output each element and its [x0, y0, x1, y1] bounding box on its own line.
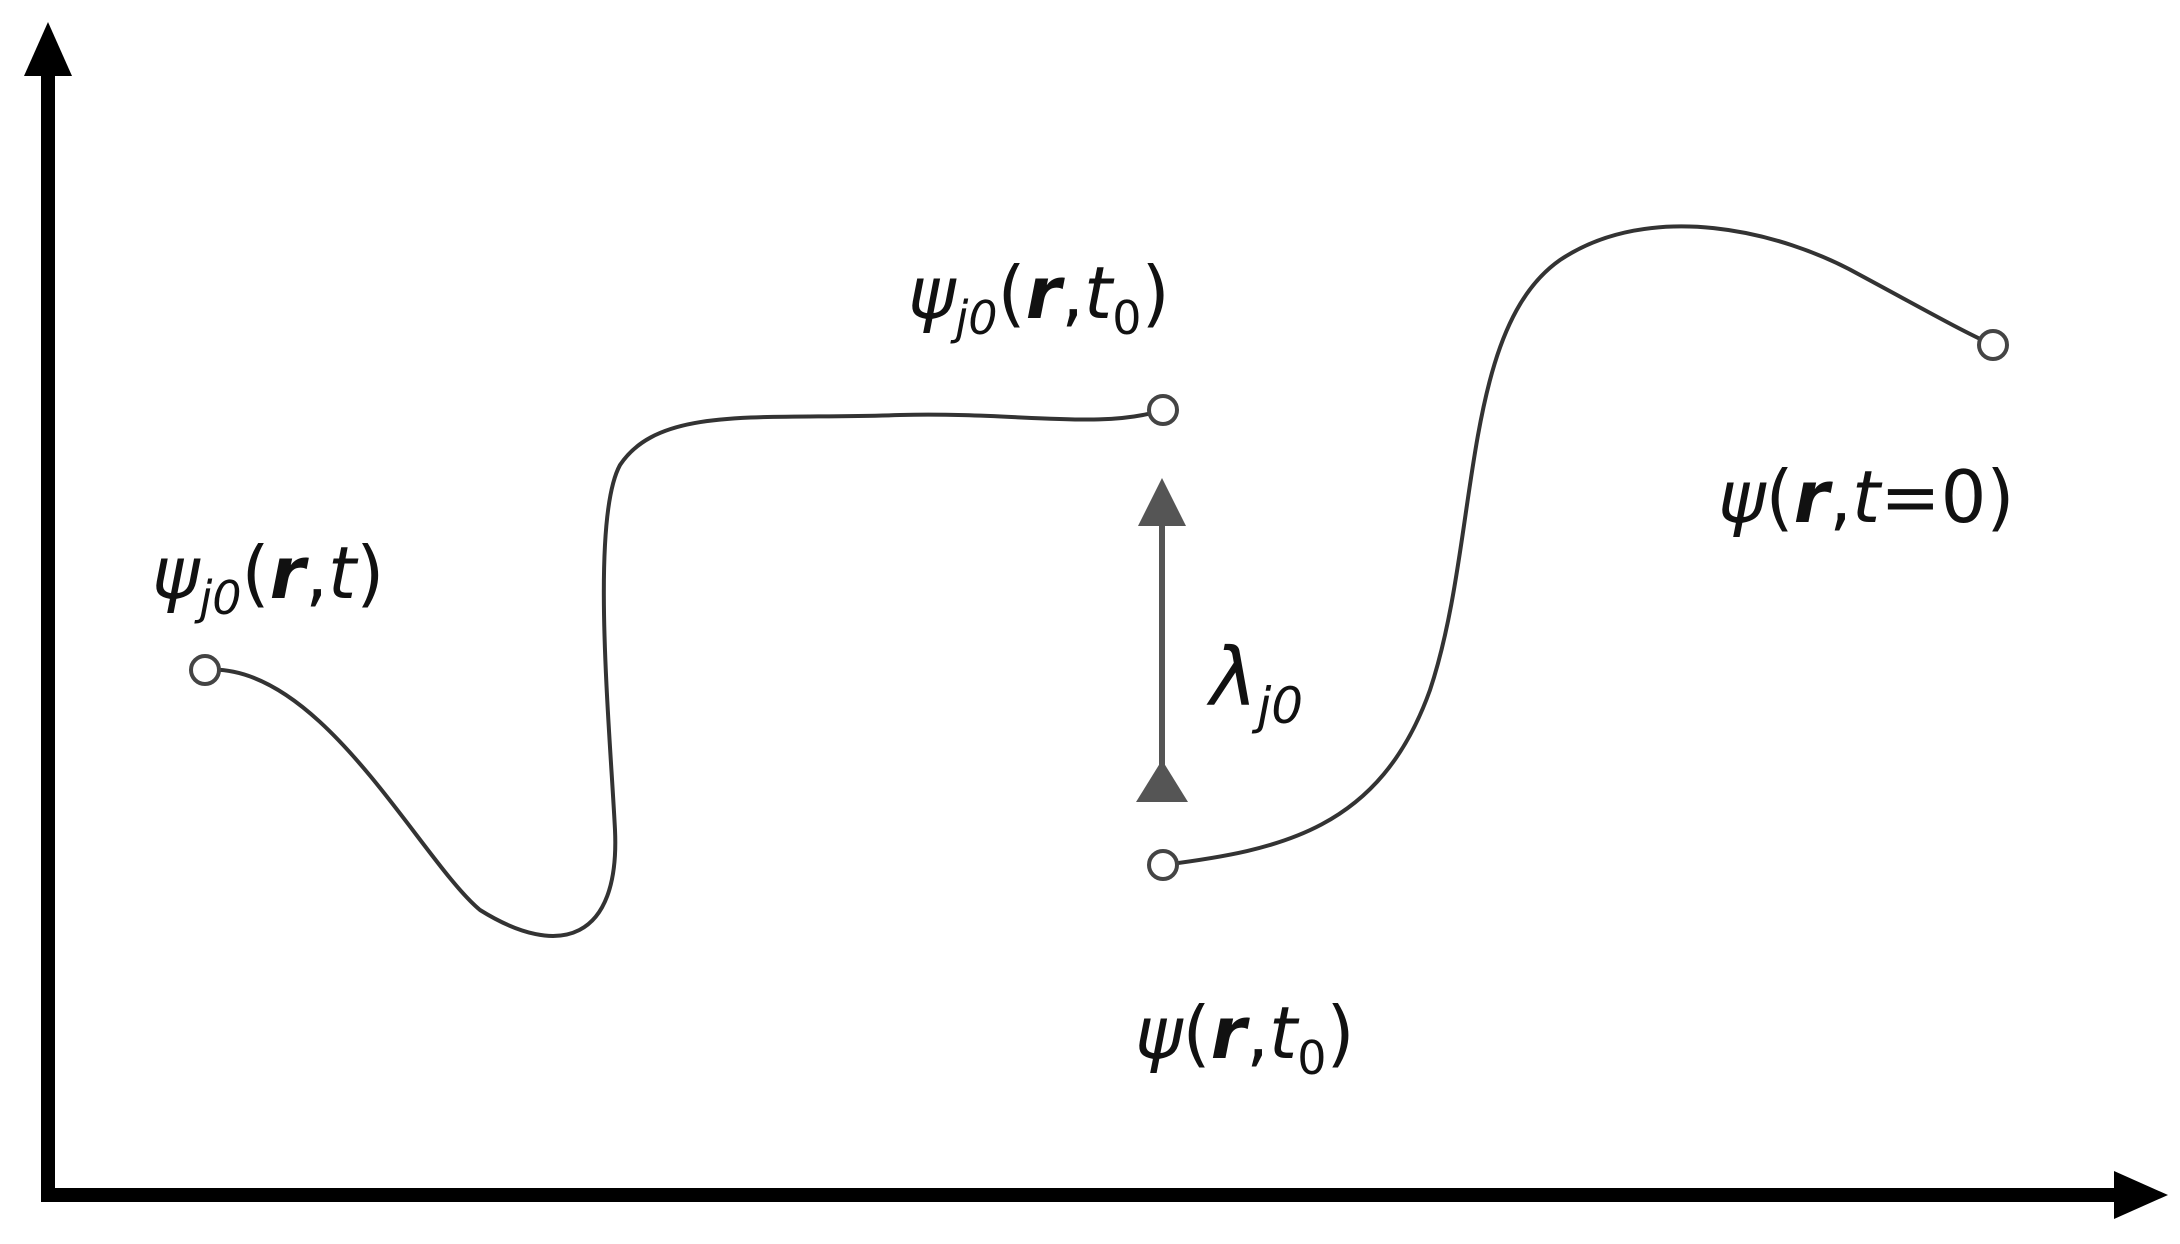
- point-psi-t-eq-0: [1977, 329, 2009, 361]
- label-psi-t-eq-0-t: t: [1852, 455, 1883, 539]
- label-psi-j0-t0-symbol: ψ: [908, 251, 957, 335]
- label-psi-j0-t-open: (: [242, 531, 270, 615]
- label-psi-j0-t0-subscript: j0: [950, 291, 998, 345]
- label-psi-j0-t0-t: t: [1084, 251, 1115, 335]
- label-psi-j0-t-comma: ,: [305, 531, 328, 615]
- point-psi-j0-t0: [1147, 394, 1179, 426]
- label-lambda-j0-subscript: j0: [1251, 677, 1303, 735]
- forward-trajectory-curve: [1162, 224, 1994, 867]
- label-psi-j0-t-close: ): [356, 531, 384, 615]
- x-axis-arrowhead: [2114, 1171, 2168, 1219]
- label-psi-j0-t0: ψj0(r,t0): [908, 251, 1170, 345]
- label-psi-j0-t0-open: (: [998, 251, 1026, 335]
- label-psi-j0-t-subscript: j0: [194, 571, 242, 625]
- backward-trajectory-curve: [204, 408, 1164, 938]
- lambda-connector: [1136, 478, 1188, 802]
- label-psi-j0-t-r: r: [270, 531, 310, 615]
- label-psi-t0-close: ): [1327, 991, 1355, 1075]
- label-psi-t0-r: r: [1211, 991, 1251, 1075]
- label-psi-t0-open: (: [1183, 991, 1211, 1075]
- label-psi-t-eq-0-eq: =0: [1880, 455, 1986, 539]
- label-psi-t0: ψ(r,t0): [1135, 991, 1355, 1085]
- label-lambda-j0: λj0: [1206, 631, 1303, 735]
- label-psi-j0-t0-close: ): [1142, 251, 1170, 335]
- label-psi-t-eq-0-symbol: ψ: [1718, 455, 1767, 539]
- label-psi-t0-symbol: ψ: [1135, 991, 1184, 1075]
- y-axis-arrowhead: [24, 22, 72, 76]
- lambda-arrowhead-up: [1138, 478, 1186, 526]
- label-psi-j0-t-t: t: [328, 531, 359, 615]
- label-psi-j0-t0-tsub: 0: [1112, 291, 1141, 345]
- label-psi-t0-tsub: 0: [1297, 1031, 1326, 1085]
- label-psi-t-eq-0-r: r: [1794, 455, 1834, 539]
- label-lambda-j0-symbol: λ: [1206, 631, 1257, 724]
- label-psi-j0-t-symbol: ψ: [152, 531, 201, 615]
- label-psi-t-eq-0: ψ(r,t=0): [1718, 455, 2014, 539]
- point-psi-t0: [1147, 849, 1179, 881]
- label-psi-j0-t: ψj0(r,t): [152, 531, 384, 625]
- label-psi-t0-t: t: [1269, 991, 1300, 1075]
- label-psi-j0-t0-r: r: [1026, 251, 1066, 335]
- label-psi-t0-comma: ,: [1246, 991, 1269, 1075]
- label-psi-t-eq-0-open: (: [1766, 455, 1794, 539]
- lambda-arrowhead-base: [1136, 760, 1188, 802]
- point-psi-j0-t: [189, 654, 221, 686]
- axes: [24, 22, 2168, 1219]
- label-psi-t-eq-0-comma: ,: [1829, 455, 1852, 539]
- label-psi-t-eq-0-close: ): [1986, 455, 2014, 539]
- label-psi-j0-t0-comma: ,: [1061, 251, 1084, 335]
